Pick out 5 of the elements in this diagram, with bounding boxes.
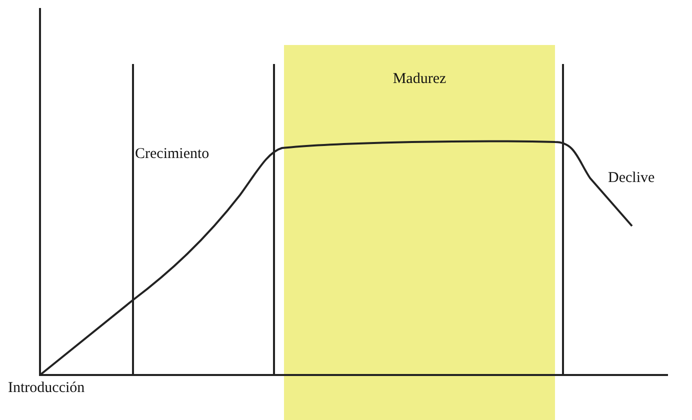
stage-label: Madurez bbox=[392, 71, 448, 88]
maturity-band bbox=[284, 45, 555, 420]
stage-label: Introducción bbox=[8, 380, 85, 397]
stage-label: Declive bbox=[608, 170, 655, 187]
stage-label: Crecimiento bbox=[135, 146, 210, 163]
